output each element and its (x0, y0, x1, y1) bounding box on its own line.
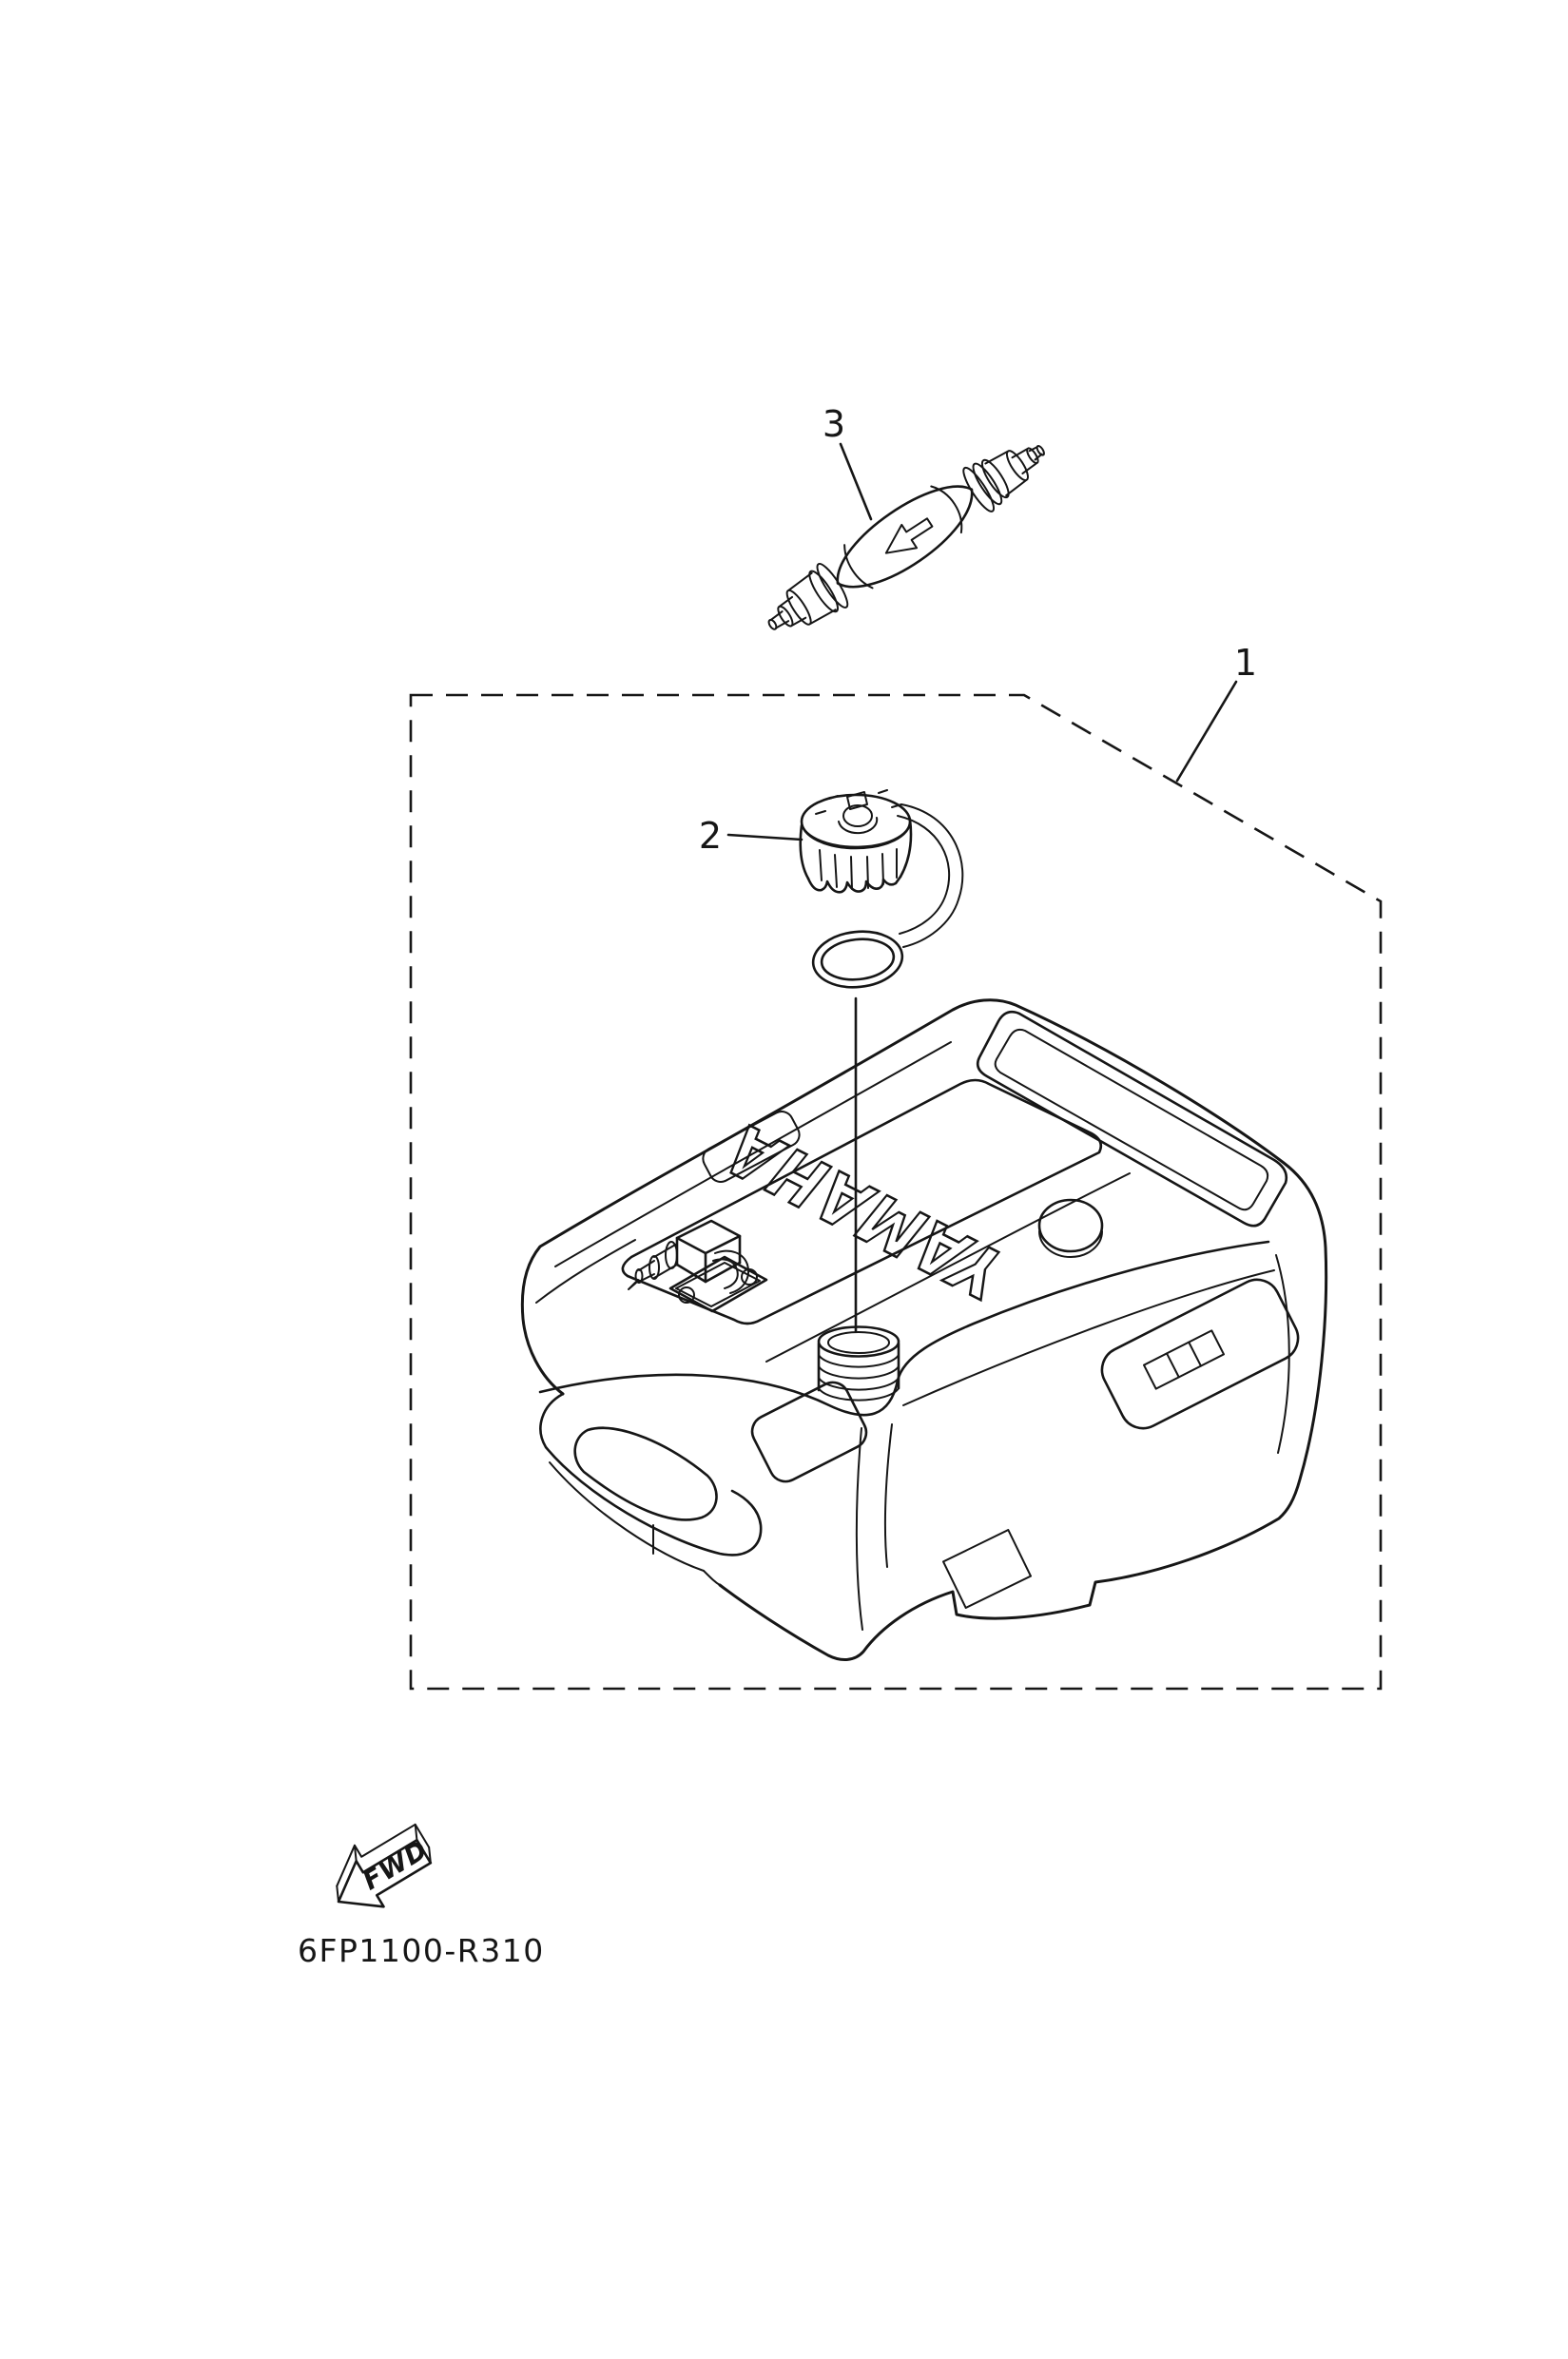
callout-3-leader-line (839, 442, 873, 521)
top-lid-panel (976, 1010, 1288, 1228)
callout-1-leader-line (1175, 680, 1238, 783)
brand-panel (621, 1078, 1103, 1325)
callout-2-leader-line (726, 833, 803, 841)
callout-3-label: 3 (823, 403, 845, 445)
tank-outline (520, 998, 1328, 1661)
tether-ring (811, 930, 904, 989)
primer-bulb-drawing (767, 444, 1045, 630)
drawing-number: 6FP1100-R310 (298, 1932, 545, 1969)
callout-2-label: 2 (699, 815, 722, 857)
fwd-direction-arrow: FWD (336, 1823, 434, 1908)
callout-1-label: 1 (1234, 642, 1257, 684)
gauge-boss (1037, 1198, 1104, 1258)
fwd-label: FWD (358, 1835, 434, 1896)
fuel-connector-fitting (628, 1219, 768, 1313)
flow-arrow-icon (884, 517, 934, 554)
kit-boundary-dashed-box (409, 693, 1383, 1691)
vent-squares (1143, 1329, 1225, 1390)
tank-brand-text: YAMAHA (706, 1110, 1025, 1310)
filler-neck (817, 1325, 900, 1402)
fuel-cap-drawing (799, 789, 964, 989)
carry-handle (539, 1392, 763, 1586)
fuel-tank-drawing: YAMAHA (520, 998, 1328, 1661)
